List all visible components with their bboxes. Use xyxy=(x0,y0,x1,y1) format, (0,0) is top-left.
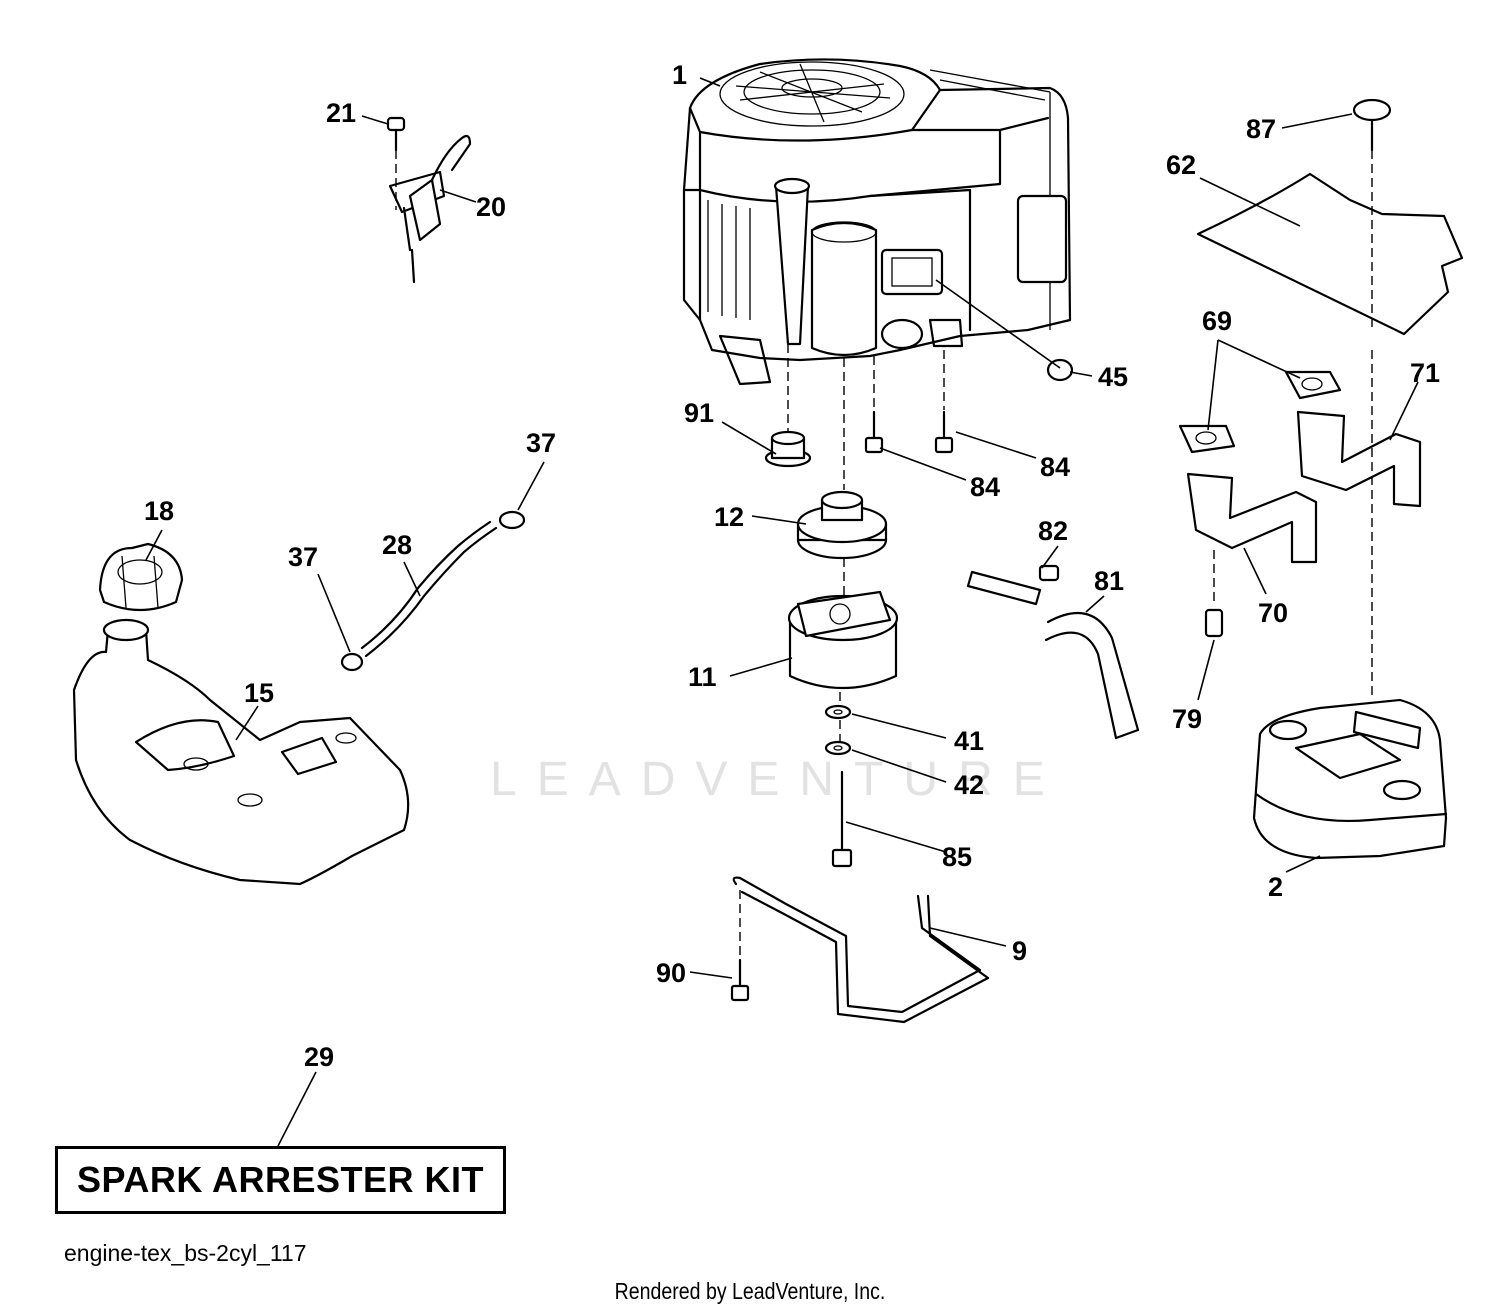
callout-45: 45 xyxy=(1098,362,1128,392)
callout-37-upper: 37 xyxy=(526,428,556,458)
callout-69: 69 xyxy=(1202,306,1232,336)
diagram-id: engine-tex_bs-2cyl_117 xyxy=(64,1240,307,1266)
callout-41: 41 xyxy=(954,726,984,756)
bracket-part[interactable] xyxy=(732,876,990,1024)
callout-12: 12 xyxy=(714,502,744,532)
exhaust-pipe-part[interactable] xyxy=(1296,410,1422,508)
callout-70: 70 xyxy=(1258,598,1288,628)
rendered-by-footer: Rendered by LeadVenture, Inc. xyxy=(614,1278,886,1304)
callout-11: 11 xyxy=(688,662,717,692)
callout-87: 87 xyxy=(1246,114,1276,144)
fuel-hose-part[interactable] xyxy=(1044,611,1140,740)
heat-shield-screw-part[interactable] xyxy=(1352,98,1392,152)
callout-2: 2 xyxy=(1268,872,1283,902)
engine-part[interactable] xyxy=(682,58,1072,386)
screw-part[interactable] xyxy=(386,116,406,152)
callout-79: 79 xyxy=(1172,704,1202,734)
throttle-control-part[interactable] xyxy=(388,134,472,284)
pulley-part[interactable] xyxy=(796,490,888,560)
washer-part[interactable] xyxy=(824,704,852,720)
callout-28: 28 xyxy=(382,530,412,560)
fuel-line-part[interactable] xyxy=(360,520,498,658)
callout-85: 85 xyxy=(942,842,972,872)
callout-71: 71 xyxy=(1410,358,1440,388)
leader-lines xyxy=(145,77,1419,1147)
engine-bolt-part[interactable] xyxy=(864,410,884,454)
callout-18: 18 xyxy=(144,496,174,526)
fuel-tank-part[interactable] xyxy=(72,618,410,886)
nut-part[interactable] xyxy=(1046,358,1074,382)
callout-21: 21 xyxy=(326,98,356,128)
fuel-shutoff-part[interactable] xyxy=(966,564,1060,606)
callout-84-left: 84 xyxy=(970,472,1000,502)
spark-arrester-kit-label: SPARK ARRESTER KIT xyxy=(76,1159,485,1200)
pto-clutch-part[interactable] xyxy=(787,590,899,690)
exhaust-pipe-part[interactable] xyxy=(1186,472,1318,564)
lock-washer-part[interactable] xyxy=(824,740,852,756)
pto-bolt-part[interactable] xyxy=(831,770,853,868)
callout-82: 82 xyxy=(1038,516,1068,546)
callout-62: 62 xyxy=(1166,150,1196,180)
heat-shield-part[interactable] xyxy=(1196,172,1464,336)
muffler-part[interactable] xyxy=(1252,698,1448,860)
callout-42: 42 xyxy=(954,770,984,800)
callout-81: 81 xyxy=(1094,566,1124,596)
watermark: LEADVENTURE xyxy=(490,753,1065,806)
callout-90: 90 xyxy=(656,958,686,988)
exhaust-gasket-part[interactable] xyxy=(1178,424,1236,454)
spark-arrester-kit-box[interactable]: SPARK ARRESTER KIT xyxy=(55,1146,506,1214)
callout-37-lower: 37 xyxy=(288,542,318,572)
callout-91: 91 xyxy=(684,398,714,428)
bracket-bolt-part[interactable] xyxy=(730,958,750,1002)
bushing-part[interactable] xyxy=(764,430,812,468)
muffler-screw-part[interactable] xyxy=(1204,608,1224,638)
callout-9: 9 xyxy=(1012,936,1027,966)
engine-bolt-part[interactable] xyxy=(934,410,954,454)
callout-20: 20 xyxy=(476,192,506,222)
callout-84-right: 84 xyxy=(1040,452,1070,482)
callout-1: 1 xyxy=(672,60,687,90)
fuel-cap-part[interactable] xyxy=(98,542,184,612)
hose-clamp-part[interactable] xyxy=(340,652,364,672)
callout-29: 29 xyxy=(304,1042,334,1072)
hose-clamp-part[interactable] xyxy=(498,510,526,530)
callout-15: 15 xyxy=(244,678,274,708)
